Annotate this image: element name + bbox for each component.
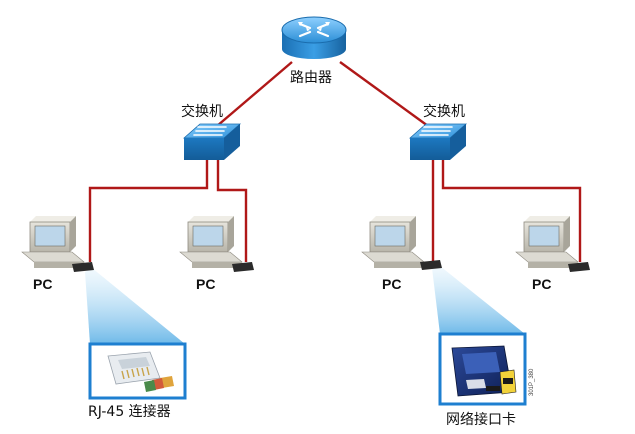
nic-label: 网络接口卡	[446, 412, 516, 428]
pc-3-icon	[361, 216, 442, 270]
left-switch-icon	[182, 123, 242, 160]
nic-callout-beam	[432, 266, 525, 334]
nic-callout	[438, 332, 527, 406]
pc-3-label: PC	[382, 276, 402, 292]
pc-4-label: PC	[532, 276, 552, 292]
router-label: 路由器	[290, 70, 332, 86]
cable-left-switch-to-pc2	[216, 160, 248, 262]
cable-router-to-right-switch	[339, 61, 429, 127]
rj45-callout	[88, 342, 187, 400]
router-icon	[281, 16, 347, 59]
left-switch-label: 交换机	[181, 104, 223, 120]
pc-2-label: PC	[196, 276, 216, 292]
cables	[88, 61, 582, 262]
right-switch-label: 交换机	[423, 104, 465, 120]
rj45-connector-label: RJ-45 连接器	[88, 404, 171, 420]
pc-1-icon	[21, 216, 94, 272]
right-switch-icon	[408, 123, 468, 160]
pc-2-icon	[179, 216, 254, 272]
cable-right-switch-to-pc4	[441, 160, 582, 262]
rj45-connector-photo	[107, 351, 174, 392]
pc-1-label: PC	[33, 276, 53, 292]
pc-4-icon	[515, 216, 590, 272]
cable-left-switch-to-pc1	[88, 160, 209, 262]
rj45-callout-beam	[85, 268, 185, 344]
figure-code: 301P_380	[529, 368, 535, 396]
cable-router-to-left-switch	[216, 61, 293, 127]
network-interface-card-photo	[451, 345, 517, 397]
